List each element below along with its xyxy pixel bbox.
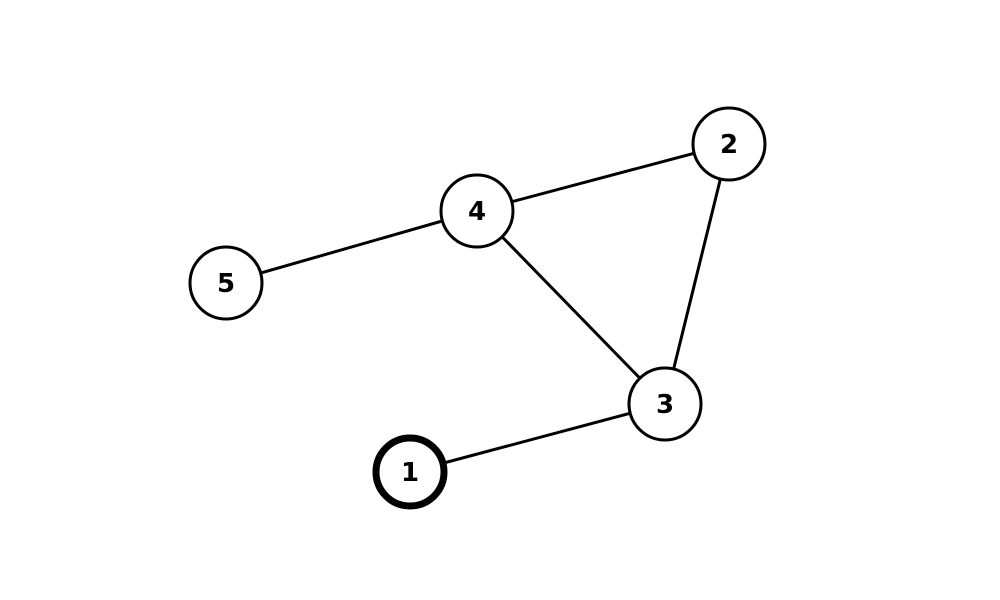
edges-layer	[224, 142, 731, 474]
node-label-3: 3	[656, 390, 674, 420]
node-label-4: 4	[468, 197, 486, 227]
node-circle-4	[439, 173, 515, 249]
node-circle-3	[627, 366, 703, 442]
node-4: 4	[439, 173, 515, 249]
node-circle-5	[188, 245, 264, 321]
edge-5-4	[224, 209, 479, 285]
node-label-2: 2	[720, 130, 738, 160]
node-circle-2	[691, 106, 767, 182]
node-1: 1	[372, 434, 448, 510]
nodes-layer: 1 2 3 4 5	[188, 106, 767, 510]
node-label-1: 1	[401, 458, 419, 488]
node-5: 5	[188, 245, 264, 321]
node-2: 2	[691, 106, 767, 182]
node-circle-1	[372, 434, 448, 510]
edge-1-3	[408, 402, 667, 474]
edge-4-2	[475, 142, 731, 213]
edge-2-3	[663, 142, 731, 406]
edge-4-3	[475, 209, 667, 406]
node-3: 3	[627, 366, 703, 442]
node-label-5: 5	[217, 269, 235, 299]
